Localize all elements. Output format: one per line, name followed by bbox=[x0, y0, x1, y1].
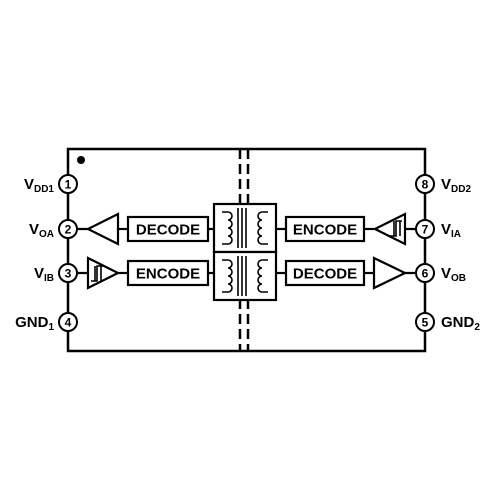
pin3-circle bbox=[58, 263, 78, 283]
pin6-number: 6 bbox=[422, 267, 429, 281]
pin5-label: GND2 bbox=[441, 314, 480, 333]
package-outline bbox=[66, 147, 427, 353]
pin3-label: VIB bbox=[34, 265, 54, 284]
pin2-circle bbox=[58, 219, 78, 239]
transformer-b-coil-right bbox=[257, 259, 268, 293]
decode-b-label: DECODE bbox=[293, 266, 357, 283]
pin8-circle bbox=[415, 174, 435, 194]
decode-b-block bbox=[284, 259, 366, 287]
schmitt-trigger-b-icon bbox=[86, 256, 121, 290]
buffer-b-icon bbox=[372, 256, 408, 290]
pin2-label: VOA bbox=[29, 221, 54, 240]
hysteresis-b-icon bbox=[91, 265, 103, 282]
pin8-number: 8 bbox=[422, 178, 429, 192]
pin5-number: 5 bbox=[422, 316, 429, 330]
pin2-number: 2 bbox=[65, 223, 72, 237]
decode-a-block bbox=[126, 215, 210, 243]
encode-b-label: ENCODE bbox=[136, 266, 200, 283]
encode-a-label: ENCODE bbox=[293, 222, 357, 239]
pin1-label: VDD1 bbox=[24, 176, 54, 195]
pin7-label: VIA bbox=[441, 221, 461, 240]
transformer-b-coil-left bbox=[222, 259, 233, 293]
pin8-label: VDD2 bbox=[441, 176, 471, 195]
pin1-indicator-dot bbox=[77, 156, 85, 164]
pin3-number: 3 bbox=[65, 267, 72, 281]
pin6-label: VOB bbox=[441, 265, 466, 284]
pin7-circle bbox=[415, 219, 435, 239]
transformer-a-coil-left bbox=[222, 211, 233, 245]
encode-a-block bbox=[284, 215, 366, 243]
pin6-circle bbox=[415, 263, 435, 283]
pin4-label: GND1 bbox=[15, 314, 54, 333]
buffer-a-icon bbox=[85, 212, 120, 246]
pin1-number: 1 bbox=[65, 178, 72, 192]
pin1-circle bbox=[58, 174, 78, 194]
encode-b-block bbox=[126, 259, 210, 287]
transformer-a-coil-right bbox=[257, 211, 268, 245]
pin5-circle bbox=[415, 312, 435, 332]
hysteresis-a-icon bbox=[390, 220, 402, 237]
pin4-circle bbox=[58, 312, 78, 332]
decode-a-label: DECODE bbox=[136, 222, 200, 239]
pin7-number: 7 bbox=[422, 223, 429, 237]
pin4-number: 4 bbox=[65, 316, 72, 330]
